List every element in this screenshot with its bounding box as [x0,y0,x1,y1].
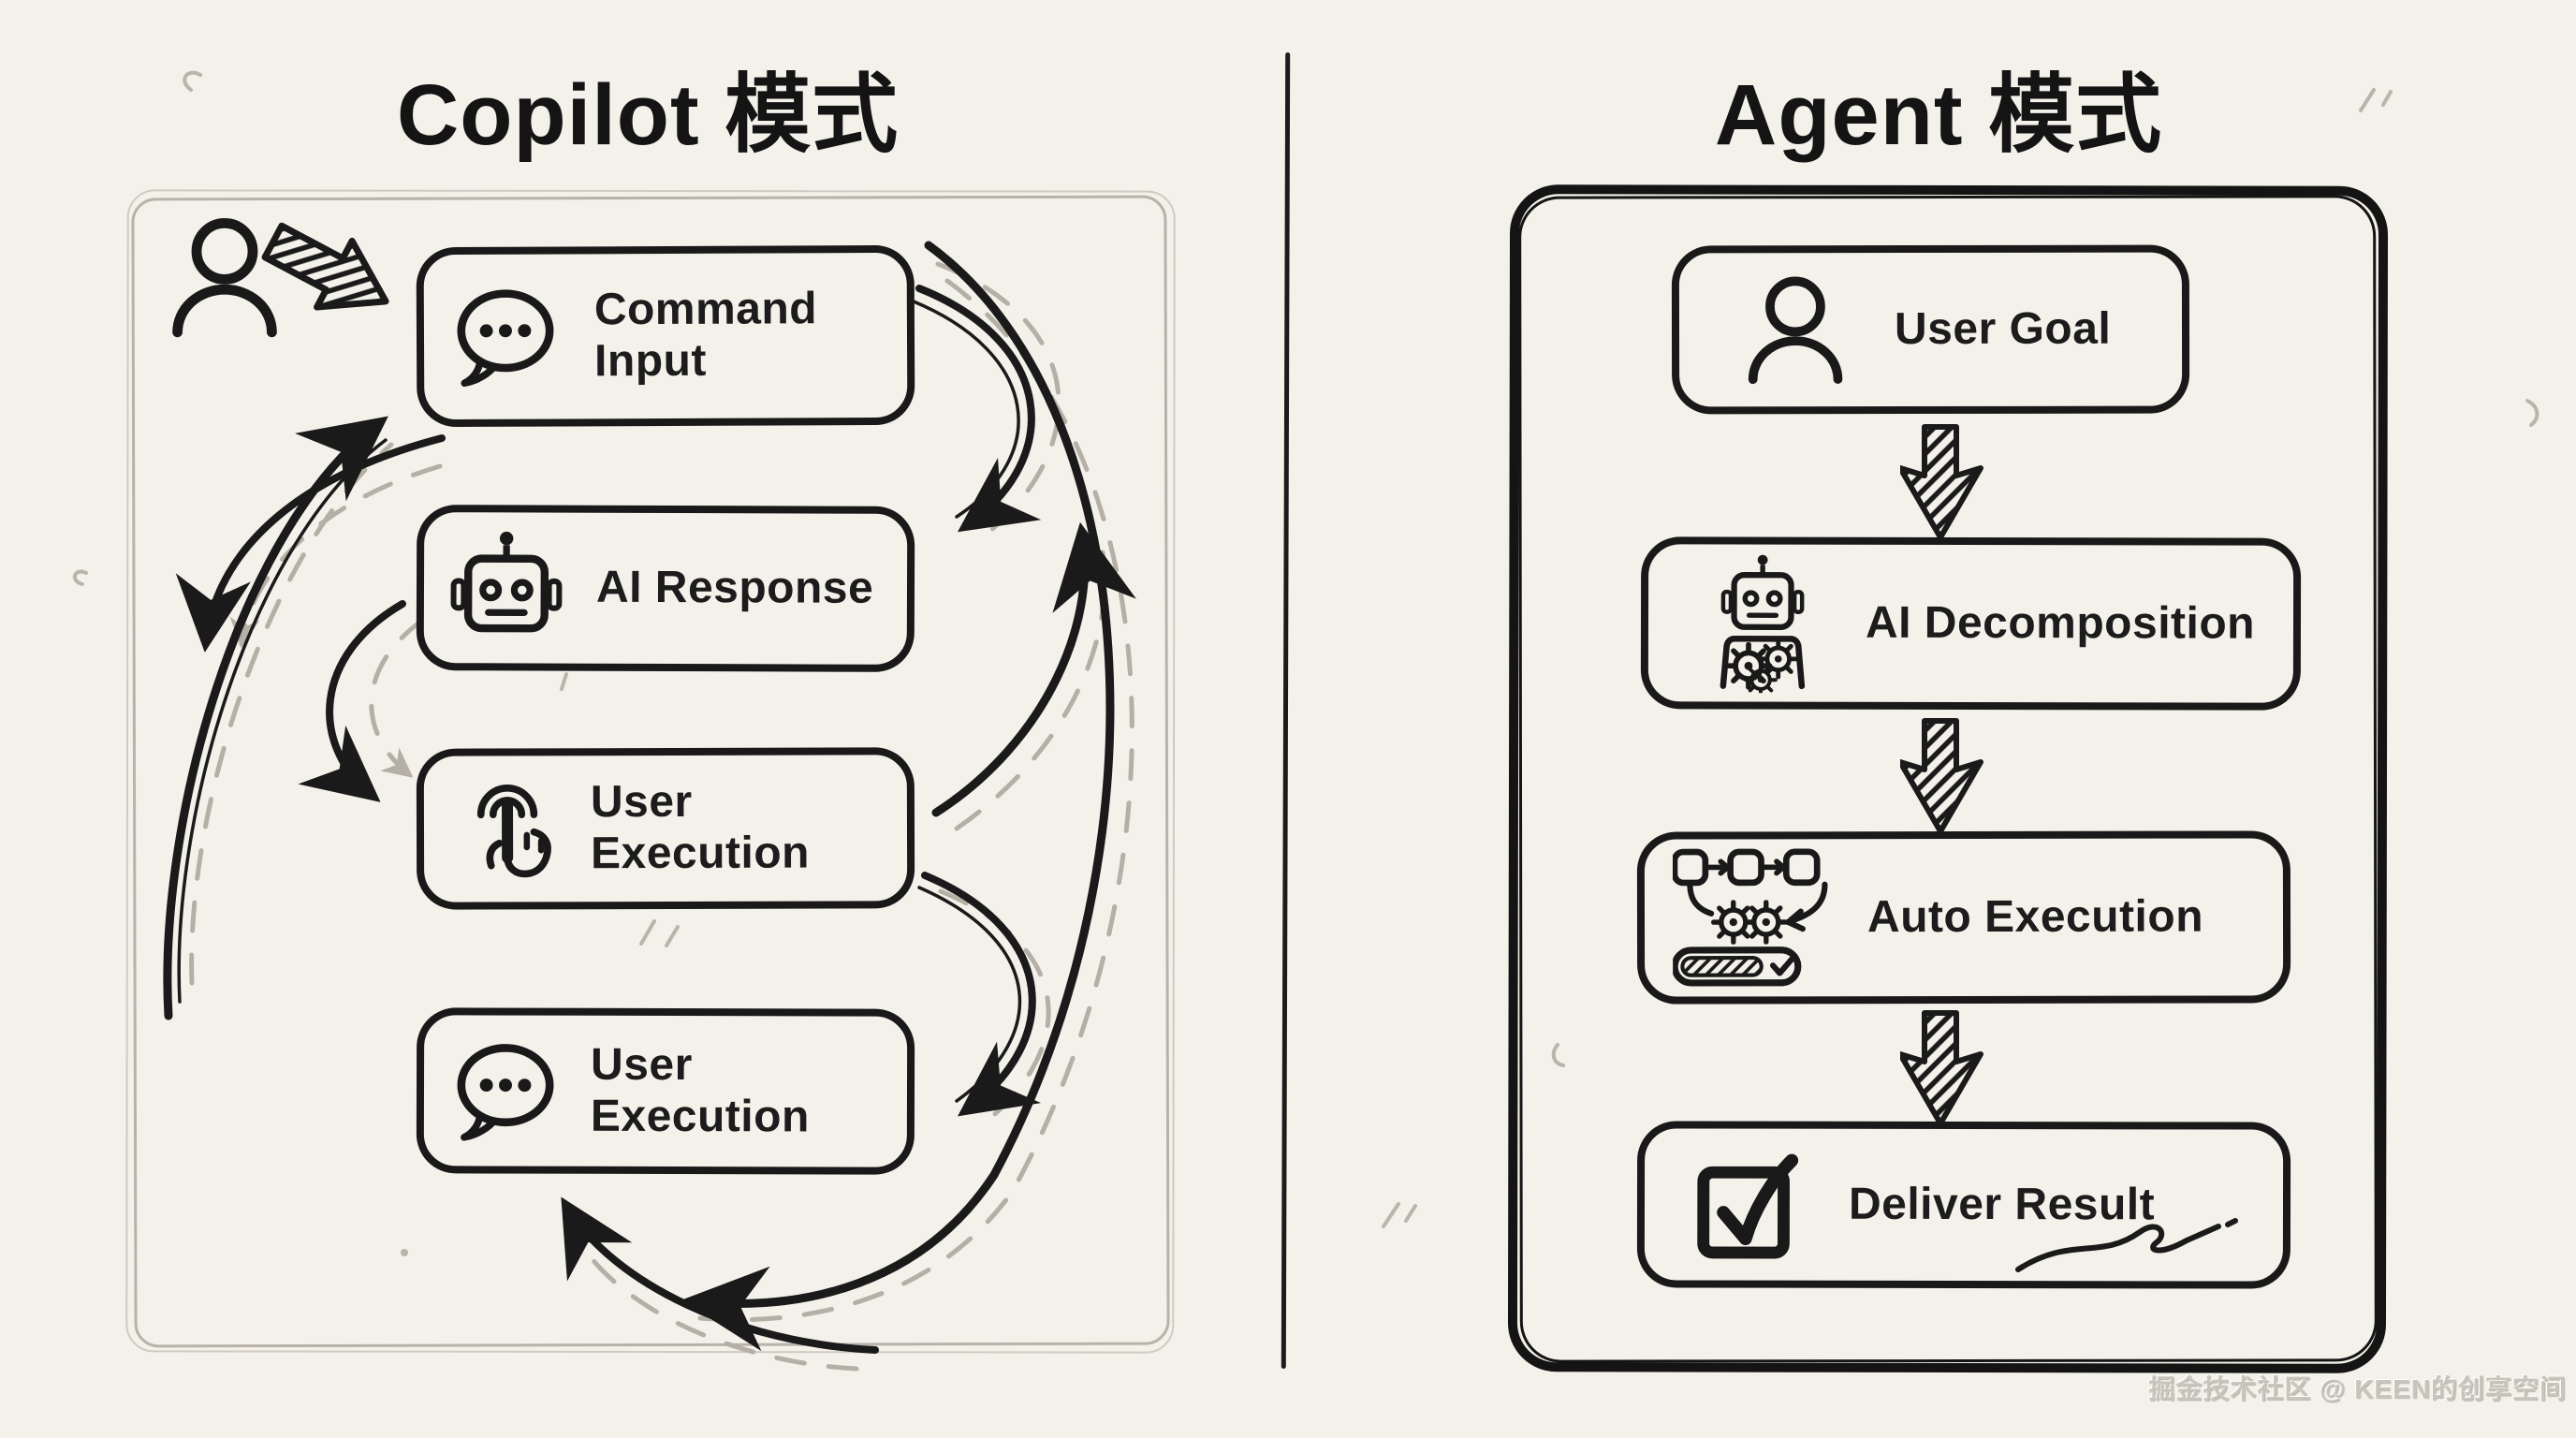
node-label: User Execution [590,1039,810,1141]
node-label: AI Response [595,562,874,613]
node-label: Auto Execution [1866,891,2204,942]
node-label: User Execution [590,777,811,879]
watermark: 掘金技术社区 @ KEEN的创享空间 [2148,1374,2567,1403]
person-icon [1745,273,1846,386]
robot-gears-icon [1697,552,1828,693]
down-arrow [1900,424,1983,540]
speech-bubble-icon [450,286,561,388]
workflow-icon [1673,845,1841,990]
user-figure [168,215,281,344]
tap-finger-icon [450,771,563,886]
node-command-input: Command Input [416,244,915,428]
node-label: User Goal [1894,303,2112,354]
node-user-execution-2: User Execution [416,1007,915,1175]
speech-bubble-icon [450,1040,561,1141]
robot-icon [450,529,563,646]
copilot-mode-title: Copilot 模式 [396,67,900,163]
node-ai-decomposition: AI Decomposition [1640,536,2302,711]
node-label: AI Decomposition [1865,597,2256,649]
checkbox-check-icon [1693,1148,1804,1260]
sketch-marks [72,70,2539,1256]
signature-squiggle [2015,1218,2238,1272]
person-icon [168,215,281,339]
down-arrow [1900,718,1983,834]
node-ai-response: AI Response [416,505,915,672]
node-user-goal: User Goal [1671,244,2190,415]
down-arrow [1900,1010,1983,1126]
agent-mode-title: Agent 模式 [1714,67,2163,163]
node-label: Command Input [593,284,818,387]
node-user-execution: User Execution [416,747,915,910]
user-to-input-arrow [261,222,389,311]
node-auto-execution: Auto Execution [1636,830,2291,1005]
